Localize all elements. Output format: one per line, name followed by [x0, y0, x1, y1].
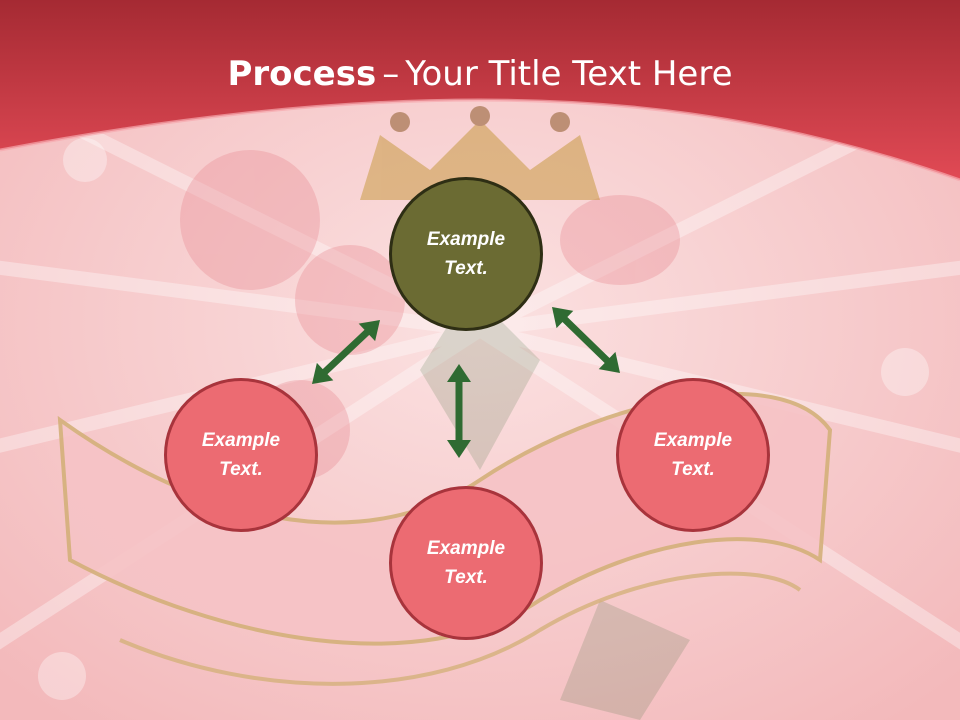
- title-separator: –: [382, 54, 400, 94]
- node-right-text: Example Text.: [653, 430, 733, 480]
- node-left-text: Example Text.: [201, 430, 281, 480]
- arrow-head-left-start: [358, 320, 380, 342]
- arrow-head-bottom-end: [447, 440, 471, 458]
- arrow-shaft-left: [320, 327, 372, 377]
- arrow-shaft-right: [559, 314, 613, 366]
- node-top-text: Example Text.: [426, 229, 506, 279]
- arrow-head-bottom-start: [447, 364, 471, 382]
- title-bold: Process: [227, 54, 377, 94]
- node-bottom-text: Example Text.: [426, 538, 506, 588]
- arrow-head-left-end: [312, 362, 334, 384]
- node-bottom[interactable]: Example Text.: [389, 486, 543, 640]
- node-top[interactable]: Example Text.: [389, 177, 543, 331]
- arrow-head-right-end: [598, 351, 620, 373]
- node-left[interactable]: Example Text.: [164, 378, 318, 532]
- node-right[interactable]: Example Text.: [616, 378, 770, 532]
- arrow-head-right-start: [552, 307, 574, 329]
- slide-title: Process–Your Title Text Here: [0, 52, 960, 96]
- title-rest: Your Title Text Here: [405, 54, 733, 94]
